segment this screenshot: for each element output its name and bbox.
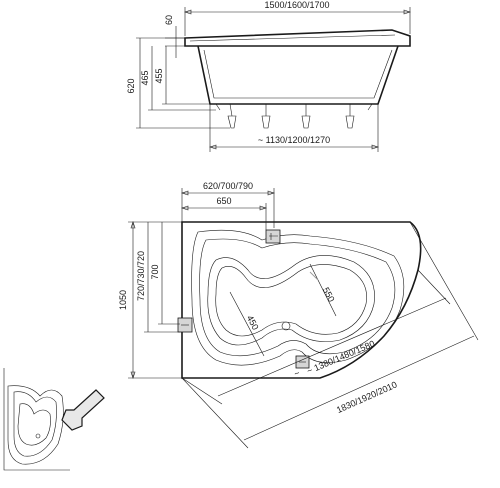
label-plan-bottom-1-tilde: ~: [292, 368, 301, 379]
plan-basin-floor-inner: [215, 264, 367, 337]
side-elevation-view: 1500/1600/1700 60 620 465 455: [126, 0, 411, 152]
overflow-fixture-icon: [177, 317, 193, 333]
label-plan-side-inner: 700: [150, 264, 160, 279]
fixture-bottom-icon: [295, 355, 310, 369]
label-side-top-width: 1500/1600/1700: [264, 0, 329, 10]
label-plan-side-outer: 720/730/720: [136, 251, 146, 301]
dim-side-top-width: 1500/1600/1700: [184, 0, 411, 36]
side-rim-outline: [184, 29, 411, 47]
dim-plan-inner-550: 550: [309, 263, 337, 317]
label-plan-inner-550: 550: [321, 286, 337, 304]
side-tub-inner-line: [203, 49, 393, 99]
label-plan-inner-450: 450: [245, 314, 261, 332]
dim-side-h465: 465: [140, 46, 216, 111]
leader-550: [309, 271, 319, 281]
plan-outer-shell: [181, 221, 422, 379]
label-plan-top-inner: 650: [216, 196, 231, 206]
dim-side-rim: 60: [164, 15, 185, 58]
dim-plan-top-outer: 620/700/790: [181, 181, 275, 228]
dim-plan-side-inner: 700: [150, 222, 180, 325]
dim-plan-top-inner: 650: [181, 196, 267, 230]
label-side-total-height: 620: [126, 78, 136, 93]
thumb-wall: [3, 368, 70, 471]
label-plan-top-outer: 620/700/790: [203, 181, 253, 191]
plan-basin-floor: [207, 255, 375, 346]
dim-side-h455: 455: [154, 46, 210, 105]
label-side-bottom-width: ~ 1130/1200/1270: [258, 135, 330, 145]
label-side-rim: 60: [164, 15, 174, 25]
dim-plan-inner-450: 450: [229, 291, 265, 357]
plan-view: 450 550 620/700/790 650 1050: [118, 181, 479, 449]
label-plan-bottom-1: ~ 1380/1480/1580: [305, 338, 376, 376]
thumb-tub-inner: [13, 391, 57, 457]
thumb-tub-outer: [7, 385, 64, 465]
label-plan-height: 1050: [118, 290, 128, 310]
thumb-tub-floor: [17, 403, 51, 446]
label-side-h455: 455: [154, 68, 164, 83]
arrow-icon: [61, 389, 105, 431]
drain-icon: [281, 321, 291, 331]
dim-plan-side-outer: 720/730/720: [136, 222, 180, 333]
thumb-drain-icon: [35, 433, 41, 439]
side-rim-inner-line: [189, 34, 396, 42]
plan-inner-tub: [191, 229, 405, 366]
dim-plan-height: 1050: [118, 221, 182, 379]
side-legs: [215, 103, 373, 129]
plan-inner-tub-line2: [199, 238, 396, 357]
side-tub-body: [197, 45, 399, 105]
dim-side-total-height: 620: [126, 37, 230, 129]
label-side-h465: 465: [140, 70, 150, 85]
faucet-icon: [265, 229, 281, 244]
dim-side-bottom-width: ~ 1130/1200/1270: [209, 104, 379, 152]
dim-plan-bottom-1: ~ 1380/1480/1580 ~: [181, 269, 451, 405]
orientation-thumbnail: [3, 368, 105, 471]
